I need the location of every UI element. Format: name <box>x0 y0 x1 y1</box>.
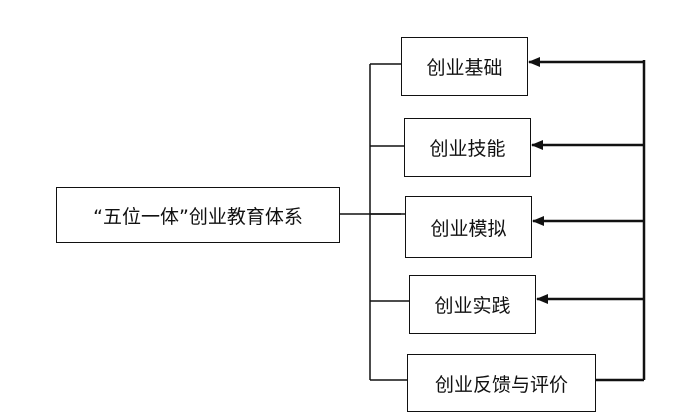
root-node-label: “五位一体”创业教育体系 <box>93 205 303 228</box>
child-node-skills: 创业技能 <box>404 118 531 177</box>
child-node-simulation: 创业模拟 <box>405 196 532 258</box>
child-node-label: 创业技能 <box>429 138 506 160</box>
child-node-label: 创业模拟 <box>430 217 507 240</box>
child-node-basics: 创业基础 <box>401 37 528 96</box>
root-node: “五位一体”创业教育体系 <box>56 187 340 243</box>
child-node-practice: 创业实践 <box>409 275 536 334</box>
child-node-label: 创业基础 <box>426 57 503 79</box>
child-node-label: 创业反馈与评价 <box>434 373 568 396</box>
child-node-label: 创业实践 <box>434 295 511 317</box>
child-node-feedback-evaluation: 创业反馈与评价 <box>407 354 596 412</box>
